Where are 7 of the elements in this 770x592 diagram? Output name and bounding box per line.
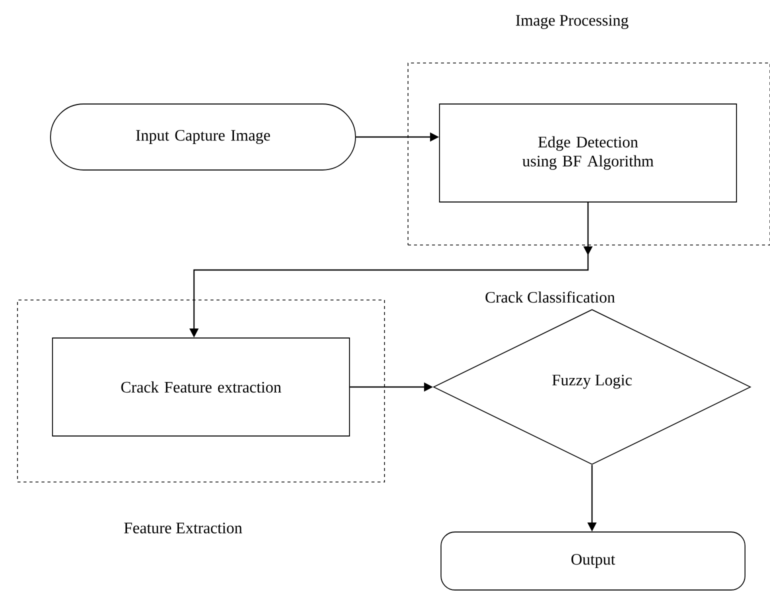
terminal-box: Input Capture Image <box>50 104 356 170</box>
group-title: Feature Extraction <box>124 522 242 534</box>
stage-label: Crack Classification <box>486 291 615 303</box>
terminal-box: Output <box>440 532 746 590</box>
process-box: Edge Detection using BF Algorithm <box>439 104 737 202</box>
process-box: Crack Feature extraction <box>52 338 350 436</box>
group-title: Image Processing <box>516 14 628 30</box>
